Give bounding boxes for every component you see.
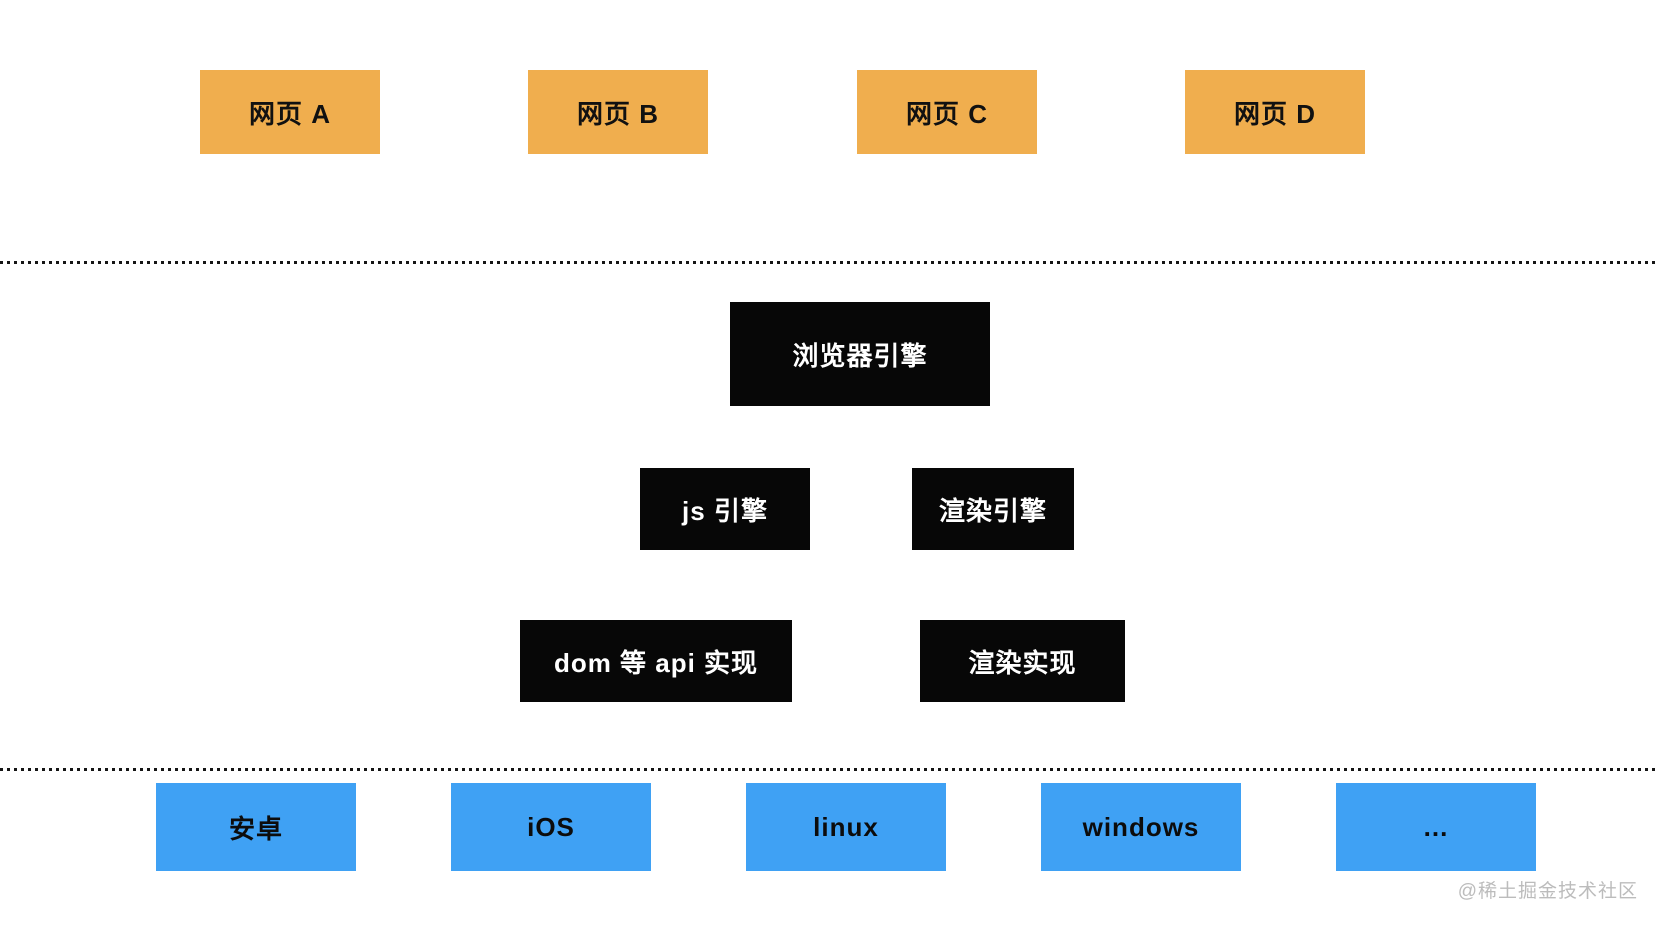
render-implementation-box: 渲染实现 — [920, 620, 1125, 702]
os-box-more-label: ... — [1423, 811, 1449, 842]
webpage-box-d: 网页 D — [1185, 70, 1365, 154]
js-engine-label: js 引擎 — [682, 495, 768, 526]
separator-line-bottom — [0, 768, 1656, 771]
os-box-linux-label: linux — [813, 811, 879, 842]
separator-line-top — [0, 261, 1656, 264]
watermark: @稀土掘金技术社区 — [1457, 881, 1638, 902]
os-box-windows: windows — [1041, 783, 1241, 871]
browser-engine-label: 浏览器引擎 — [792, 340, 928, 371]
os-box-linux: linux — [746, 783, 946, 871]
dom-api-implementation-box: dom 等 api 实现 — [520, 620, 792, 702]
os-box-android: 安卓 — [156, 783, 356, 871]
os-box-more: ... — [1336, 783, 1536, 871]
render-engine-box: 渲染引擎 — [912, 468, 1074, 550]
webpage-box-b: 网页 B — [528, 70, 708, 154]
os-box-windows-label: windows — [1082, 811, 1200, 842]
os-box-ios-label: iOS — [527, 811, 575, 842]
dom-api-implementation-label: dom 等 api 实现 — [553, 647, 759, 678]
webpage-box-a: 网页 A — [200, 70, 380, 154]
webpage-box-a-label: 网页 A — [248, 98, 331, 129]
webpage-box-d-label: 网页 D — [1233, 98, 1316, 129]
js-engine-box: js 引擎 — [640, 468, 810, 550]
webpage-box-c-label: 网页 C — [905, 98, 988, 129]
os-box-android-label: 安卓 — [228, 813, 283, 844]
render-engine-label: 渲染引擎 — [938, 495, 1047, 526]
render-implementation-label: 渲染实现 — [968, 647, 1077, 678]
browser-engine-box: 浏览器引擎 — [730, 302, 990, 406]
webpage-box-c: 网页 C — [857, 70, 1037, 154]
os-box-ios: iOS — [451, 783, 651, 871]
webpage-box-b-label: 网页 B — [576, 98, 659, 129]
